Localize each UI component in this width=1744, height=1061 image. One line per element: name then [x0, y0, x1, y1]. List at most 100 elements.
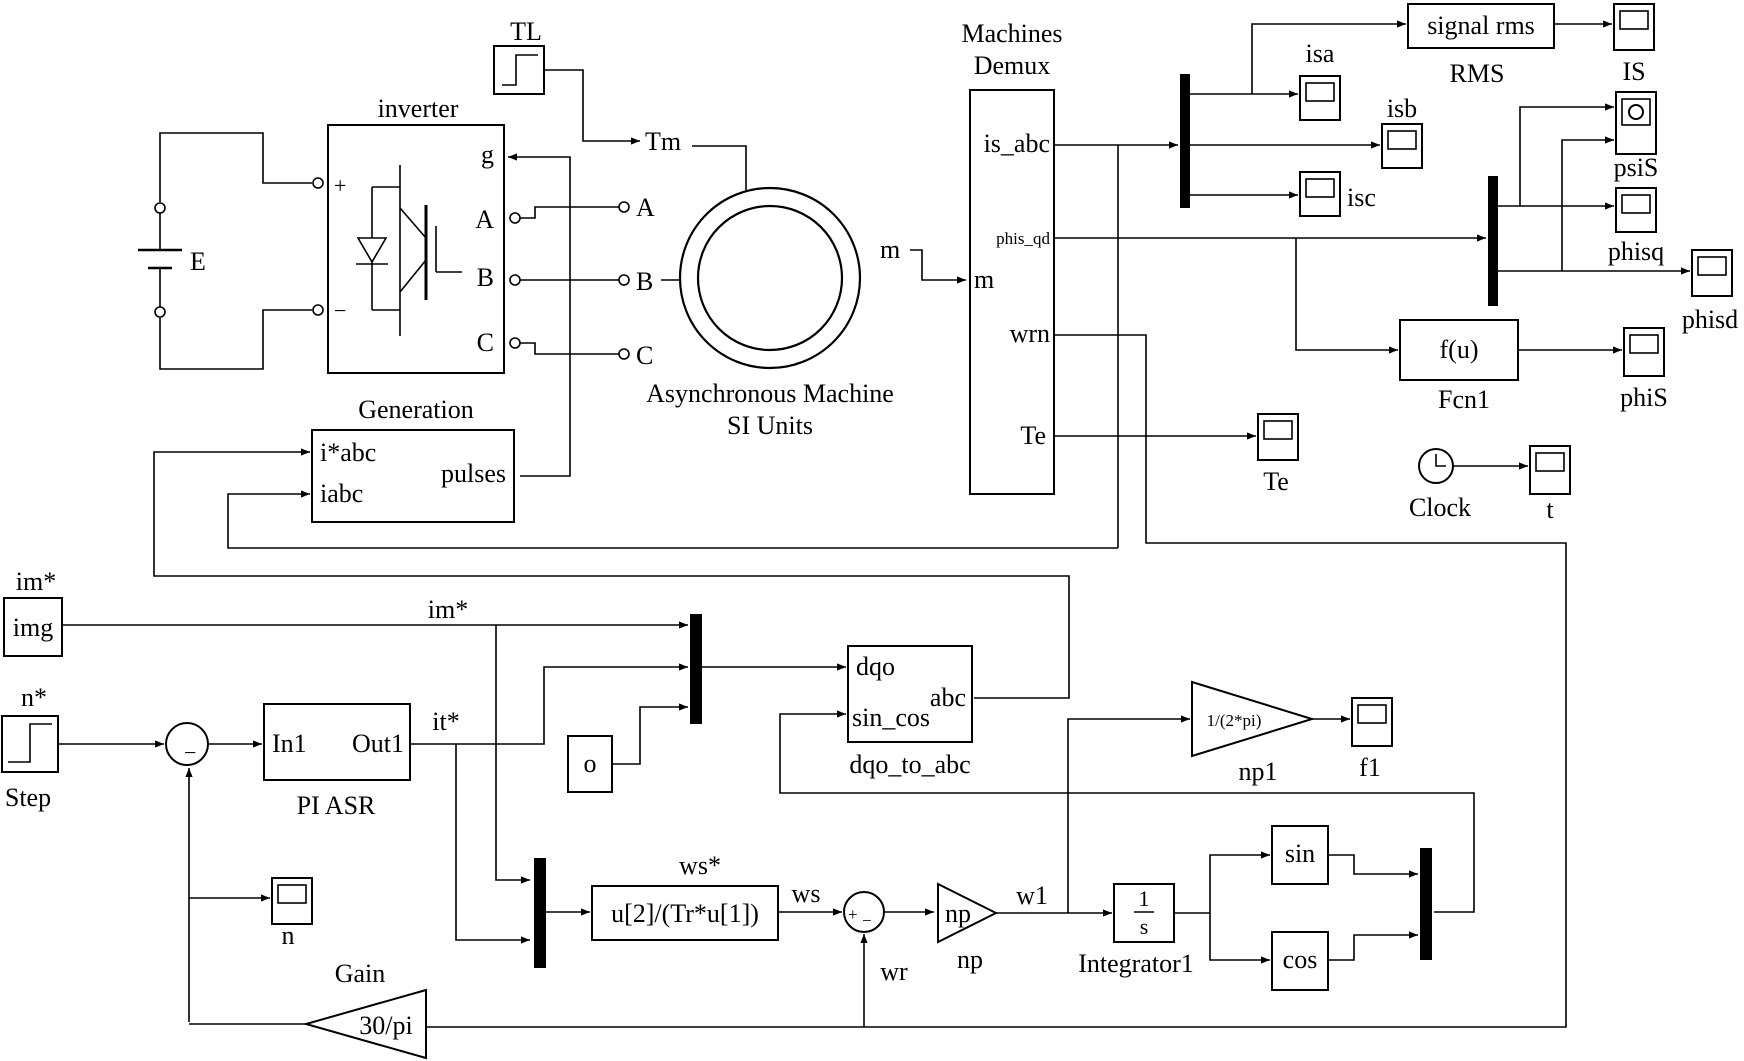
scope-f1[interactable]: f1 — [1351, 697, 1393, 782]
scope-is[interactable]: IS — [1613, 3, 1655, 86]
clock-label: Clock — [1409, 493, 1471, 522]
pi-out-port: Out1 — [352, 729, 404, 758]
generation-block[interactable]: Generation i*abc iabc pulses — [311, 395, 515, 523]
w1-wire-label: w1 — [1016, 881, 1048, 910]
scope-f1-label: f1 — [1359, 753, 1381, 782]
zero-constant-text: o — [584, 749, 597, 778]
inverter-port-g: g — [481, 140, 494, 169]
step-icon — [8, 723, 52, 763]
integrator-num: 1 — [1139, 886, 1150, 911]
scope-phis-label: phiS — [1620, 383, 1668, 412]
demux-port-phis-qd: phis_qd — [996, 229, 1050, 248]
machine-port-b: B — [636, 267, 653, 296]
scope-phisd-label: phisd — [1682, 305, 1738, 334]
scope-isb-label: isb — [1387, 94, 1417, 123]
step-label: n* — [21, 683, 47, 712]
tl-label: TL — [510, 17, 542, 46]
np-gain-block[interactable]: np np — [937, 882, 999, 974]
scope-te[interactable]: Te — [1257, 413, 1299, 496]
dqo-mux-bar — [690, 614, 702, 724]
zero-constant-block[interactable]: o — [567, 735, 613, 793]
slip-sum-plus: + — [848, 905, 858, 924]
scope-te-label: Te — [1263, 467, 1289, 496]
demux-title-2: Demux — [974, 51, 1051, 80]
generation-out: pulses — [441, 459, 506, 488]
machines-demux[interactable]: Machines Demux is_abc phis_qd m wrn Te — [961, 19, 1063, 495]
slip-sum-minus: − — [862, 911, 872, 930]
np-gain-title: np — [957, 945, 983, 974]
scope-isc[interactable]: isc — [1299, 171, 1376, 217]
dc-source-label: E — [190, 247, 206, 276]
m-signal-label: m — [880, 235, 900, 264]
clock-block[interactable]: Clock — [1409, 448, 1471, 522]
sin-block[interactable]: sin — [1271, 825, 1329, 885]
speed-error-sum[interactable]: − — [165, 722, 209, 766]
dc-source[interactable]: E — [138, 202, 206, 318]
im-constant-block[interactable]: im* img — [3, 567, 63, 657]
step-icon — [502, 54, 538, 86]
wr-label: wr — [880, 957, 908, 986]
scope-n[interactable]: n — [271, 877, 313, 950]
scope-isb[interactable]: isb — [1381, 94, 1423, 169]
fcn1-block[interactable]: f(u) Fcn1 — [1399, 319, 1519, 414]
scope-phisd[interactable]: phisd — [1682, 249, 1738, 334]
scope-phis[interactable]: phiS — [1620, 327, 1668, 412]
tl-step-block[interactable]: TL — [493, 17, 545, 95]
step-title: Step — [5, 783, 51, 812]
pi-asr-block[interactable]: In1 Out1 PI ASR — [263, 703, 411, 820]
speed-sum-minus: − — [184, 740, 196, 765]
it-wire-label: it* — [432, 707, 459, 736]
sin-text: sin — [1285, 839, 1315, 868]
integrator-den: s — [1140, 914, 1149, 939]
scope-psis[interactable]: psiS — [1614, 91, 1659, 182]
step-block[interactable]: n* Step — [1, 683, 59, 812]
fcn1-title: Fcn1 — [1438, 385, 1490, 414]
machine-title-2: SI Units — [727, 411, 813, 440]
scope-is-label: IS — [1622, 57, 1645, 86]
np1-gain-block[interactable]: 1/(2*pi) np1 — [1191, 680, 1316, 786]
gain-title: Gain — [335, 959, 386, 988]
scope-t[interactable]: t — [1529, 445, 1571, 524]
dqo-to-abc-block[interactable]: dqo sin_cos abc dqo_to_abc — [847, 645, 973, 779]
pi-title: PI ASR — [297, 791, 376, 820]
np-gain-text: np — [945, 899, 971, 928]
cos-block[interactable]: cos — [1271, 931, 1329, 991]
machine-port-a: A — [636, 193, 655, 222]
inverter-title: inverter — [378, 94, 459, 123]
scope-isa[interactable]: isa — [1299, 39, 1341, 121]
dqo-out: abc — [930, 683, 966, 712]
inverter-port-b: B — [477, 263, 494, 292]
ws-fcn-block[interactable]: ws* u[2]/(Tr*u[1]) — [591, 851, 779, 941]
gain-block[interactable]: Gain 30/pi — [302, 959, 427, 1060]
inverter-port-a: A — [475, 205, 494, 234]
inverter-plus: + — [334, 173, 346, 198]
machine-port-c: C — [636, 341, 653, 370]
dqo-in1: dqo — [856, 652, 895, 681]
im-constant-text: img — [13, 613, 53, 642]
ws-wire-label: ws — [792, 879, 821, 908]
demux-port-m: m — [974, 265, 994, 294]
slip-sum[interactable]: + − — [843, 891, 885, 933]
np1-gain-text: 1/(2*pi) — [1207, 711, 1262, 730]
rms-text: signal rms — [1427, 11, 1535, 40]
machine-port-tm: Tm — [645, 127, 681, 156]
rms-title: RMS — [1450, 59, 1505, 88]
cos-text: cos — [1283, 945, 1318, 974]
im-constant-label: im* — [16, 567, 56, 596]
rms-block[interactable]: signal rms RMS — [1407, 3, 1555, 88]
scope-phisq[interactable]: phisq — [1608, 187, 1664, 266]
scope-t-label: t — [1546, 495, 1554, 524]
pi-in-port: In1 — [272, 729, 307, 758]
igbt-icon — [356, 165, 462, 336]
isabc-demux-bar — [1180, 74, 1190, 208]
demux-title-1: Machines — [961, 19, 1062, 48]
np1-gain-title: np1 — [1239, 757, 1278, 786]
scope-isa-label: isa — [1306, 39, 1335, 68]
scope-n-label: n — [282, 921, 295, 950]
integrator-block[interactable]: 1 s Integrator1 — [1078, 883, 1194, 978]
asynchronous-machine[interactable]: Tm A B C Asynchronous Machine SI Units — [636, 127, 894, 440]
inverter-block[interactable]: inverter + − g A B C — [312, 94, 521, 374]
scope-psis-label: psiS — [1614, 153, 1659, 182]
